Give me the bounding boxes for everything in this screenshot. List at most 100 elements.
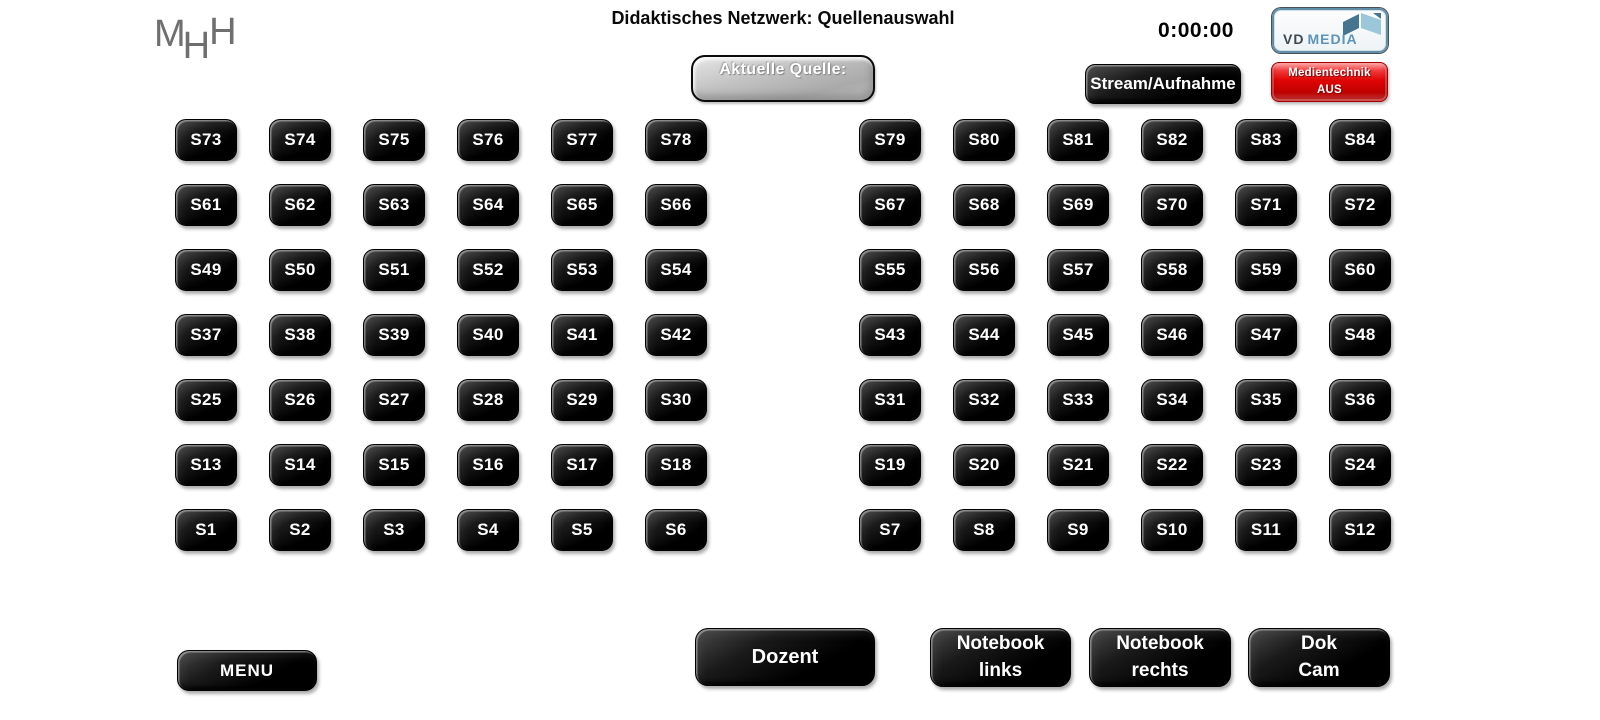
source-button[interactable]: S45 xyxy=(1047,314,1109,356)
mhh-logo-letter: H xyxy=(209,11,236,53)
source-button[interactable]: S49 xyxy=(175,249,237,291)
source-button[interactable]: S37 xyxy=(175,314,237,356)
source-button[interactable]: S28 xyxy=(457,379,519,421)
source-button[interactable]: S26 xyxy=(269,379,331,421)
source-button[interactable]: S12 xyxy=(1329,509,1391,551)
source-button[interactable]: S27 xyxy=(363,379,425,421)
source-button[interactable]: S66 xyxy=(645,184,707,226)
source-button[interactable]: S9 xyxy=(1047,509,1109,551)
source-button[interactable]: S60 xyxy=(1329,249,1391,291)
source-button[interactable]: S7 xyxy=(859,509,921,551)
dozent-button[interactable]: Dozent xyxy=(695,628,875,686)
source-button[interactable]: S24 xyxy=(1329,444,1391,486)
notebook-rechts-button[interactable]: Notebook rechts xyxy=(1089,628,1231,687)
source-button[interactable]: S55 xyxy=(859,249,921,291)
source-grid-left: S73 S74 S75 S76 S77 S78 S61 S62 S63 S64 … xyxy=(175,119,707,551)
source-button[interactable]: S34 xyxy=(1141,379,1203,421)
source-button[interactable]: S18 xyxy=(645,444,707,486)
page-title: Didaktisches Netzwerk: Quellenauswahl xyxy=(611,8,955,28)
source-button[interactable]: S3 xyxy=(363,509,425,551)
dok-cam-button[interactable]: Dok Cam xyxy=(1248,628,1390,687)
source-button[interactable]: S33 xyxy=(1047,379,1109,421)
source-button[interactable]: S20 xyxy=(953,444,1015,486)
source-button[interactable]: S41 xyxy=(551,314,613,356)
source-button[interactable]: S10 xyxy=(1141,509,1203,551)
source-button[interactable]: S59 xyxy=(1235,249,1297,291)
source-button[interactable]: S62 xyxy=(269,184,331,226)
source-button[interactable]: S48 xyxy=(1329,314,1391,356)
source-button[interactable]: S13 xyxy=(175,444,237,486)
source-button[interactable]: S65 xyxy=(551,184,613,226)
source-button[interactable]: S67 xyxy=(859,184,921,226)
source-button[interactable]: S6 xyxy=(645,509,707,551)
source-button[interactable]: S79 xyxy=(859,119,921,161)
source-button[interactable]: S50 xyxy=(269,249,331,291)
mhh-logo-letter: H xyxy=(182,25,210,67)
source-button[interactable]: S32 xyxy=(953,379,1015,421)
source-button[interactable]: S56 xyxy=(953,249,1015,291)
recording-timer: 0:00:00 xyxy=(1158,19,1234,42)
source-button[interactable]: S68 xyxy=(953,184,1015,226)
source-button[interactable]: S70 xyxy=(1141,184,1203,226)
source-button[interactable]: S82 xyxy=(1141,119,1203,161)
source-button[interactable]: S61 xyxy=(175,184,237,226)
source-button[interactable]: S64 xyxy=(457,184,519,226)
source-button[interactable]: S21 xyxy=(1047,444,1109,486)
source-button[interactable]: S8 xyxy=(953,509,1015,551)
source-button[interactable]: S4 xyxy=(457,509,519,551)
source-button[interactable]: S29 xyxy=(551,379,613,421)
stream-aufnahme-button[interactable]: Stream/Aufnahme xyxy=(1085,64,1241,104)
source-button[interactable]: S31 xyxy=(859,379,921,421)
source-button[interactable]: S53 xyxy=(551,249,613,291)
medientechnik-aus-button[interactable]: Medientechnik AUS xyxy=(1271,62,1388,102)
menu-button[interactable]: MENU xyxy=(177,650,317,691)
source-button[interactable]: S75 xyxy=(363,119,425,161)
source-button[interactable]: S40 xyxy=(457,314,519,356)
source-button[interactable]: S44 xyxy=(953,314,1015,356)
source-button[interactable]: S71 xyxy=(1235,184,1297,226)
source-button[interactable]: S15 xyxy=(363,444,425,486)
source-button[interactable]: S78 xyxy=(645,119,707,161)
source-button[interactable]: S77 xyxy=(551,119,613,161)
source-button[interactable]: S42 xyxy=(645,314,707,356)
source-button[interactable]: S54 xyxy=(645,249,707,291)
source-button[interactable]: S23 xyxy=(1235,444,1297,486)
source-button[interactable]: S35 xyxy=(1235,379,1297,421)
source-button[interactable]: S22 xyxy=(1141,444,1203,486)
source-button[interactable]: S69 xyxy=(1047,184,1109,226)
notebook-links-button[interactable]: Notebook links xyxy=(930,628,1071,687)
source-button[interactable]: S51 xyxy=(363,249,425,291)
source-button[interactable]: S81 xyxy=(1047,119,1109,161)
source-button[interactable]: S58 xyxy=(1141,249,1203,291)
source-button[interactable]: S80 xyxy=(953,119,1015,161)
source-button[interactable]: S30 xyxy=(645,379,707,421)
source-button[interactable]: S38 xyxy=(269,314,331,356)
source-button[interactable]: S83 xyxy=(1235,119,1297,161)
source-button[interactable]: S36 xyxy=(1329,379,1391,421)
source-button[interactable]: S16 xyxy=(457,444,519,486)
source-button[interactable]: S57 xyxy=(1047,249,1109,291)
source-button[interactable]: S39 xyxy=(363,314,425,356)
source-button[interactable]: S5 xyxy=(551,509,613,551)
source-button[interactable]: S25 xyxy=(175,379,237,421)
source-button[interactable]: S2 xyxy=(269,509,331,551)
mhh-logo: M H H xyxy=(154,11,237,67)
source-button[interactable]: S72 xyxy=(1329,184,1391,226)
source-button[interactable]: S11 xyxy=(1235,509,1297,551)
source-button[interactable]: S14 xyxy=(269,444,331,486)
source-button[interactable]: S19 xyxy=(859,444,921,486)
source-button[interactable]: S76 xyxy=(457,119,519,161)
source-button[interactable]: S47 xyxy=(1235,314,1297,356)
current-source-label: Aktuelle Quelle: xyxy=(719,61,847,78)
source-button[interactable]: S43 xyxy=(859,314,921,356)
source-button[interactable]: S84 xyxy=(1329,119,1391,161)
source-button[interactable]: S46 xyxy=(1141,314,1203,356)
current-source-value xyxy=(693,79,873,97)
source-button[interactable]: S52 xyxy=(457,249,519,291)
source-button[interactable]: S74 xyxy=(269,119,331,161)
source-button[interactable]: S1 xyxy=(175,509,237,551)
source-button[interactable]: S73 xyxy=(175,119,237,161)
source-button[interactable]: S63 xyxy=(363,184,425,226)
source-button[interactable]: S17 xyxy=(551,444,613,486)
